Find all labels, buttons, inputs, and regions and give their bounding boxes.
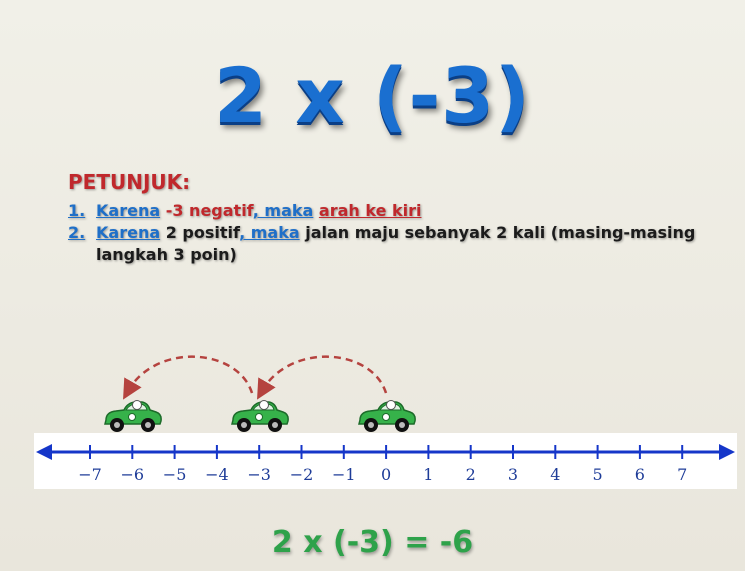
car-icon [100, 396, 164, 434]
tick-label: 5 [593, 465, 603, 484]
tick-label: −4 [205, 465, 229, 484]
hint-text-karena: Karena [96, 223, 161, 242]
tick-label: 1 [423, 465, 433, 484]
result-equation: 2 x (-3) = -6 [271, 525, 474, 560]
left-arrow-icon [36, 444, 52, 460]
tick-label: −1 [332, 465, 356, 484]
tick-label: −5 [163, 465, 187, 484]
tick-label: −7 [78, 465, 102, 484]
hint-text-direction: arah ke kiri [318, 201, 422, 220]
tick-label: 6 [635, 465, 645, 484]
hint-block: PETUNJUK: 1. Karena -3 negatif, maka ara… [68, 170, 728, 266]
number-line: −7 −6 −5 −4 −3 −2 −1 0 1 2 3 4 5 6 7 [34, 433, 737, 489]
hint-text-negative-three: -3 [165, 201, 184, 220]
tick-label: 3 [508, 465, 518, 484]
hint-text-maka: , maka [239, 223, 300, 242]
tick-label: 0 [381, 465, 391, 484]
hint-item-number: 1. [68, 201, 86, 220]
tick-label: −6 [121, 465, 145, 484]
ticks-group: −7 −6 −5 −4 −3 −2 −1 0 1 2 3 4 5 6 7 [78, 445, 687, 484]
hint-item: 2. Karena 2 positif, maka jalan maju seb… [68, 222, 728, 266]
hint-text-positive: 2 positif [160, 223, 240, 242]
car-icon [227, 396, 291, 434]
tick-label: −3 [247, 465, 271, 484]
hint-title: PETUNJUK: [68, 170, 191, 194]
hint-text-maka: , maka [252, 201, 314, 220]
hint-text-steps: jalan maju sebanyak 2 kali (masing-masin… [96, 223, 696, 264]
car-icon [354, 396, 418, 434]
jump-arc-first [257, 355, 388, 400]
hint-text-negatif: negatif [183, 201, 253, 220]
hint-list: 1. Karena -3 negatif, maka arah ke kiri … [68, 200, 728, 266]
hint-item-number: 2. [68, 223, 86, 242]
right-arrow-icon [719, 444, 735, 460]
hint-item-text: Karena 2 positif, maka jalan maju sebany… [96, 222, 728, 266]
jump-arc-second [123, 355, 254, 400]
number-line-svg: −7 −6 −5 −4 −3 −2 −1 0 1 2 3 4 5 6 7 [36, 444, 735, 484]
hint-text-karena: Karena [96, 201, 161, 220]
tick-label: 2 [466, 465, 476, 484]
hint-item-text: Karena -3 negatif, maka arah ke kiri [96, 200, 421, 222]
slide-title: 2 x (-3) [214, 51, 531, 140]
tick-label: 4 [550, 465, 560, 484]
tick-label: −2 [290, 465, 314, 484]
hint-item: 1. Karena -3 negatif, maka arah ke kiri [68, 200, 728, 222]
tick-label: 7 [677, 465, 687, 484]
